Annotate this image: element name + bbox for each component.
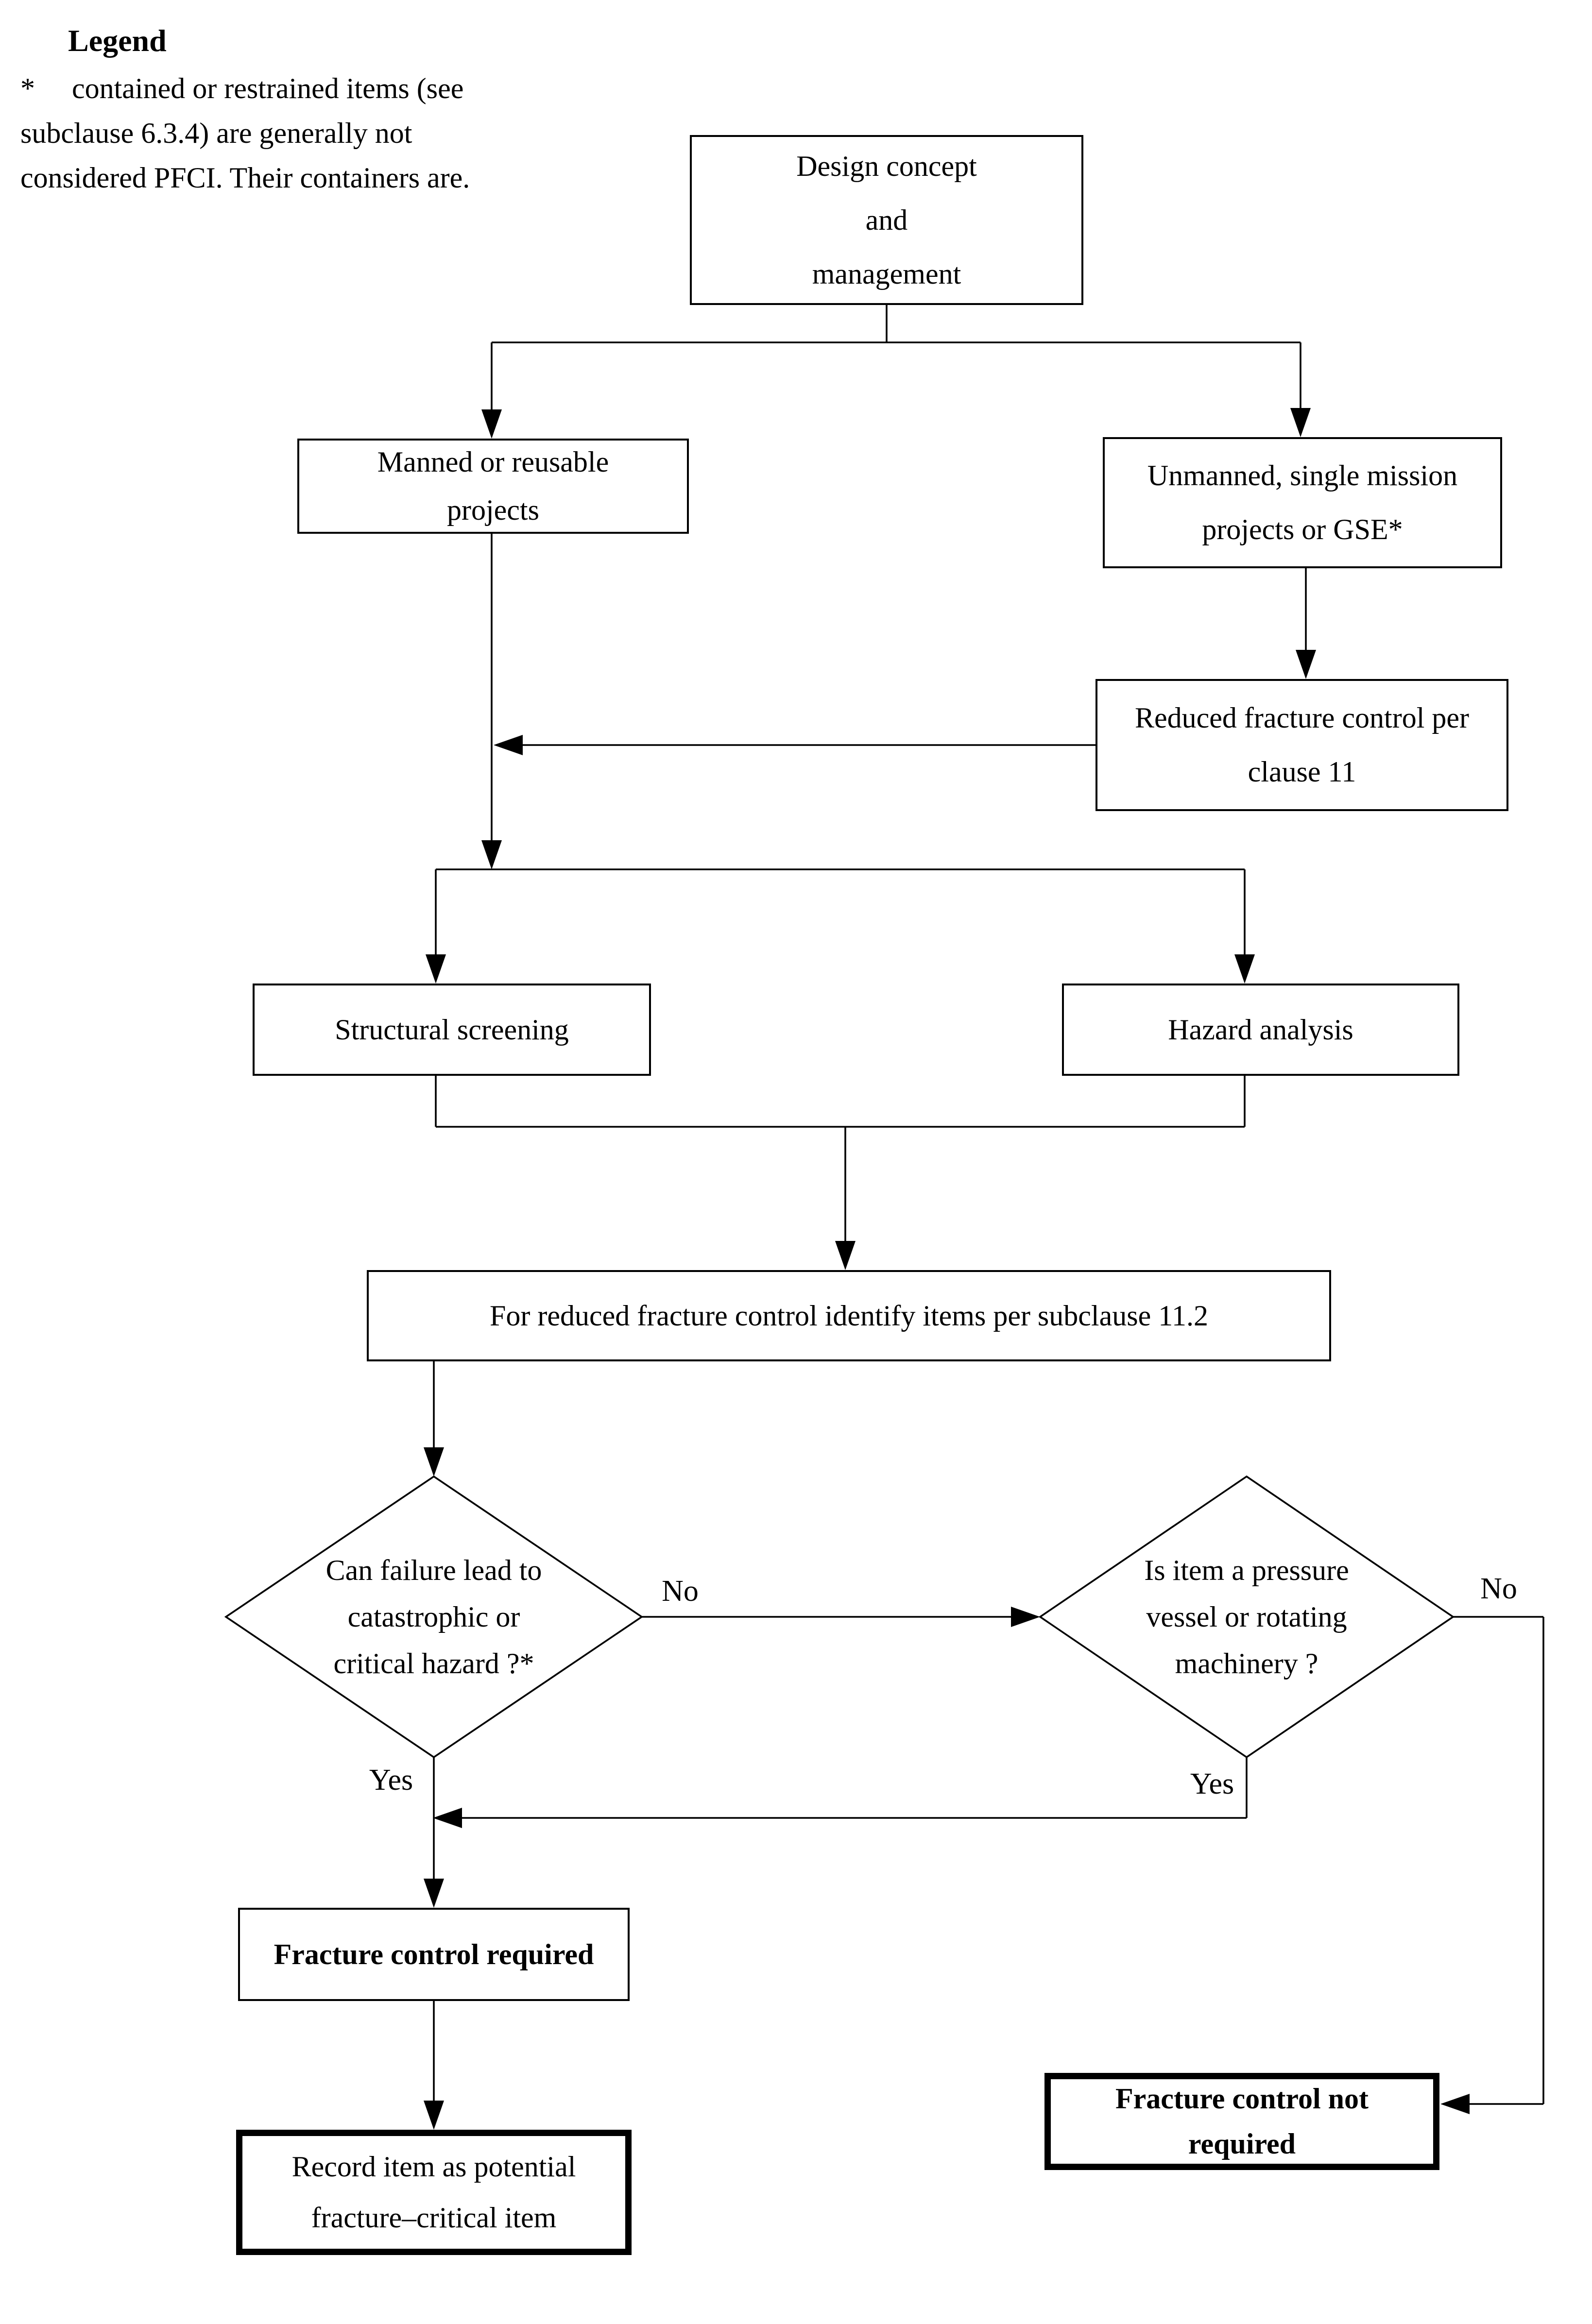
node-design-concept: Design concept and management	[690, 135, 1083, 305]
arrowhead-into-failure-decision	[424, 1447, 444, 1476]
arrowhead-yes-junction	[433, 1808, 462, 1828]
legend-note-text-1: contained or restrained items (see	[72, 72, 464, 104]
edge-pressure-no	[1453, 1616, 1544, 2105]
node-unmanned-projects: Unmanned, single mission projects or GSE…	[1103, 437, 1502, 568]
arrowhead-into-fcnr	[1440, 2094, 1470, 2114]
edge-design-to-split	[492, 305, 1301, 343]
arrowhead-into-unmanned	[1290, 408, 1311, 437]
arrowhead-into-structural	[426, 954, 446, 984]
label-yes-catastrophic: Yes	[369, 1764, 413, 1797]
node-identify-items: For reduced fracture control identify it…	[367, 1270, 1331, 1361]
legend-note-line-3: considered PFCI. Their containers are.	[20, 162, 470, 194]
arrowhead-into-hazard	[1234, 954, 1255, 984]
label-no-pressure: No	[1480, 1572, 1517, 1605]
arrowhead-into-pressure-decision	[1011, 1607, 1040, 1627]
arrowhead-into-identify	[835, 1241, 856, 1270]
node-fracture-control-not-required: Fracture control not required	[1044, 2073, 1439, 2170]
legend-asterisk: *	[20, 72, 35, 104]
edge-manned-spine-down	[436, 534, 1245, 870]
label-yes-pressure: Yes	[1190, 1767, 1234, 1800]
node-fracture-control-required: Fracture control required	[238, 1908, 630, 2001]
decision-outlines	[224, 1475, 1455, 1759]
arrowhead-spine-to-split	[481, 840, 502, 869]
arrowheads	[424, 408, 1470, 2130]
arrowhead-into-fcr	[424, 1879, 444, 1908]
node-structural-screening: Structural screening	[253, 984, 651, 1076]
failure-decision-diamond	[224, 1475, 644, 1759]
arrowhead-into-reduced	[1296, 650, 1316, 679]
arrowhead-into-manned	[481, 409, 502, 439]
decision-catastrophic-hazard: Can failure lead to catastrophic or crit…	[325, 1554, 542, 1679]
arrowhead-into-record	[424, 2101, 444, 2130]
legend-note-line-2: subclause 6.3.4) are generally not	[20, 117, 412, 149]
legend-note-line-1: * contained or restrained items (see	[20, 72, 463, 105]
arrowhead-reduced-to-spine	[494, 735, 523, 755]
edge-merge-screening	[435, 1076, 1246, 1242]
node-reduced-fracture-control: Reduced fracture control per clause 11	[1096, 679, 1508, 811]
node-record-potential-fracture-critical-item: Record item as potential fracture–critic…	[236, 2130, 632, 2255]
node-manned-projects: Manned or reusable projects	[297, 439, 689, 534]
decision-pressure-vessel: Is item a pressure vessel or rotating ma…	[1144, 1554, 1349, 1679]
edge-pressure-yes	[462, 1757, 1248, 1819]
label-no-catastrophic: No	[662, 1575, 699, 1608]
legend-title: Legend	[68, 23, 167, 58]
node-hazard-analysis: Hazard analysis	[1062, 984, 1459, 1076]
pressure-decision-diamond	[1038, 1475, 1455, 1759]
